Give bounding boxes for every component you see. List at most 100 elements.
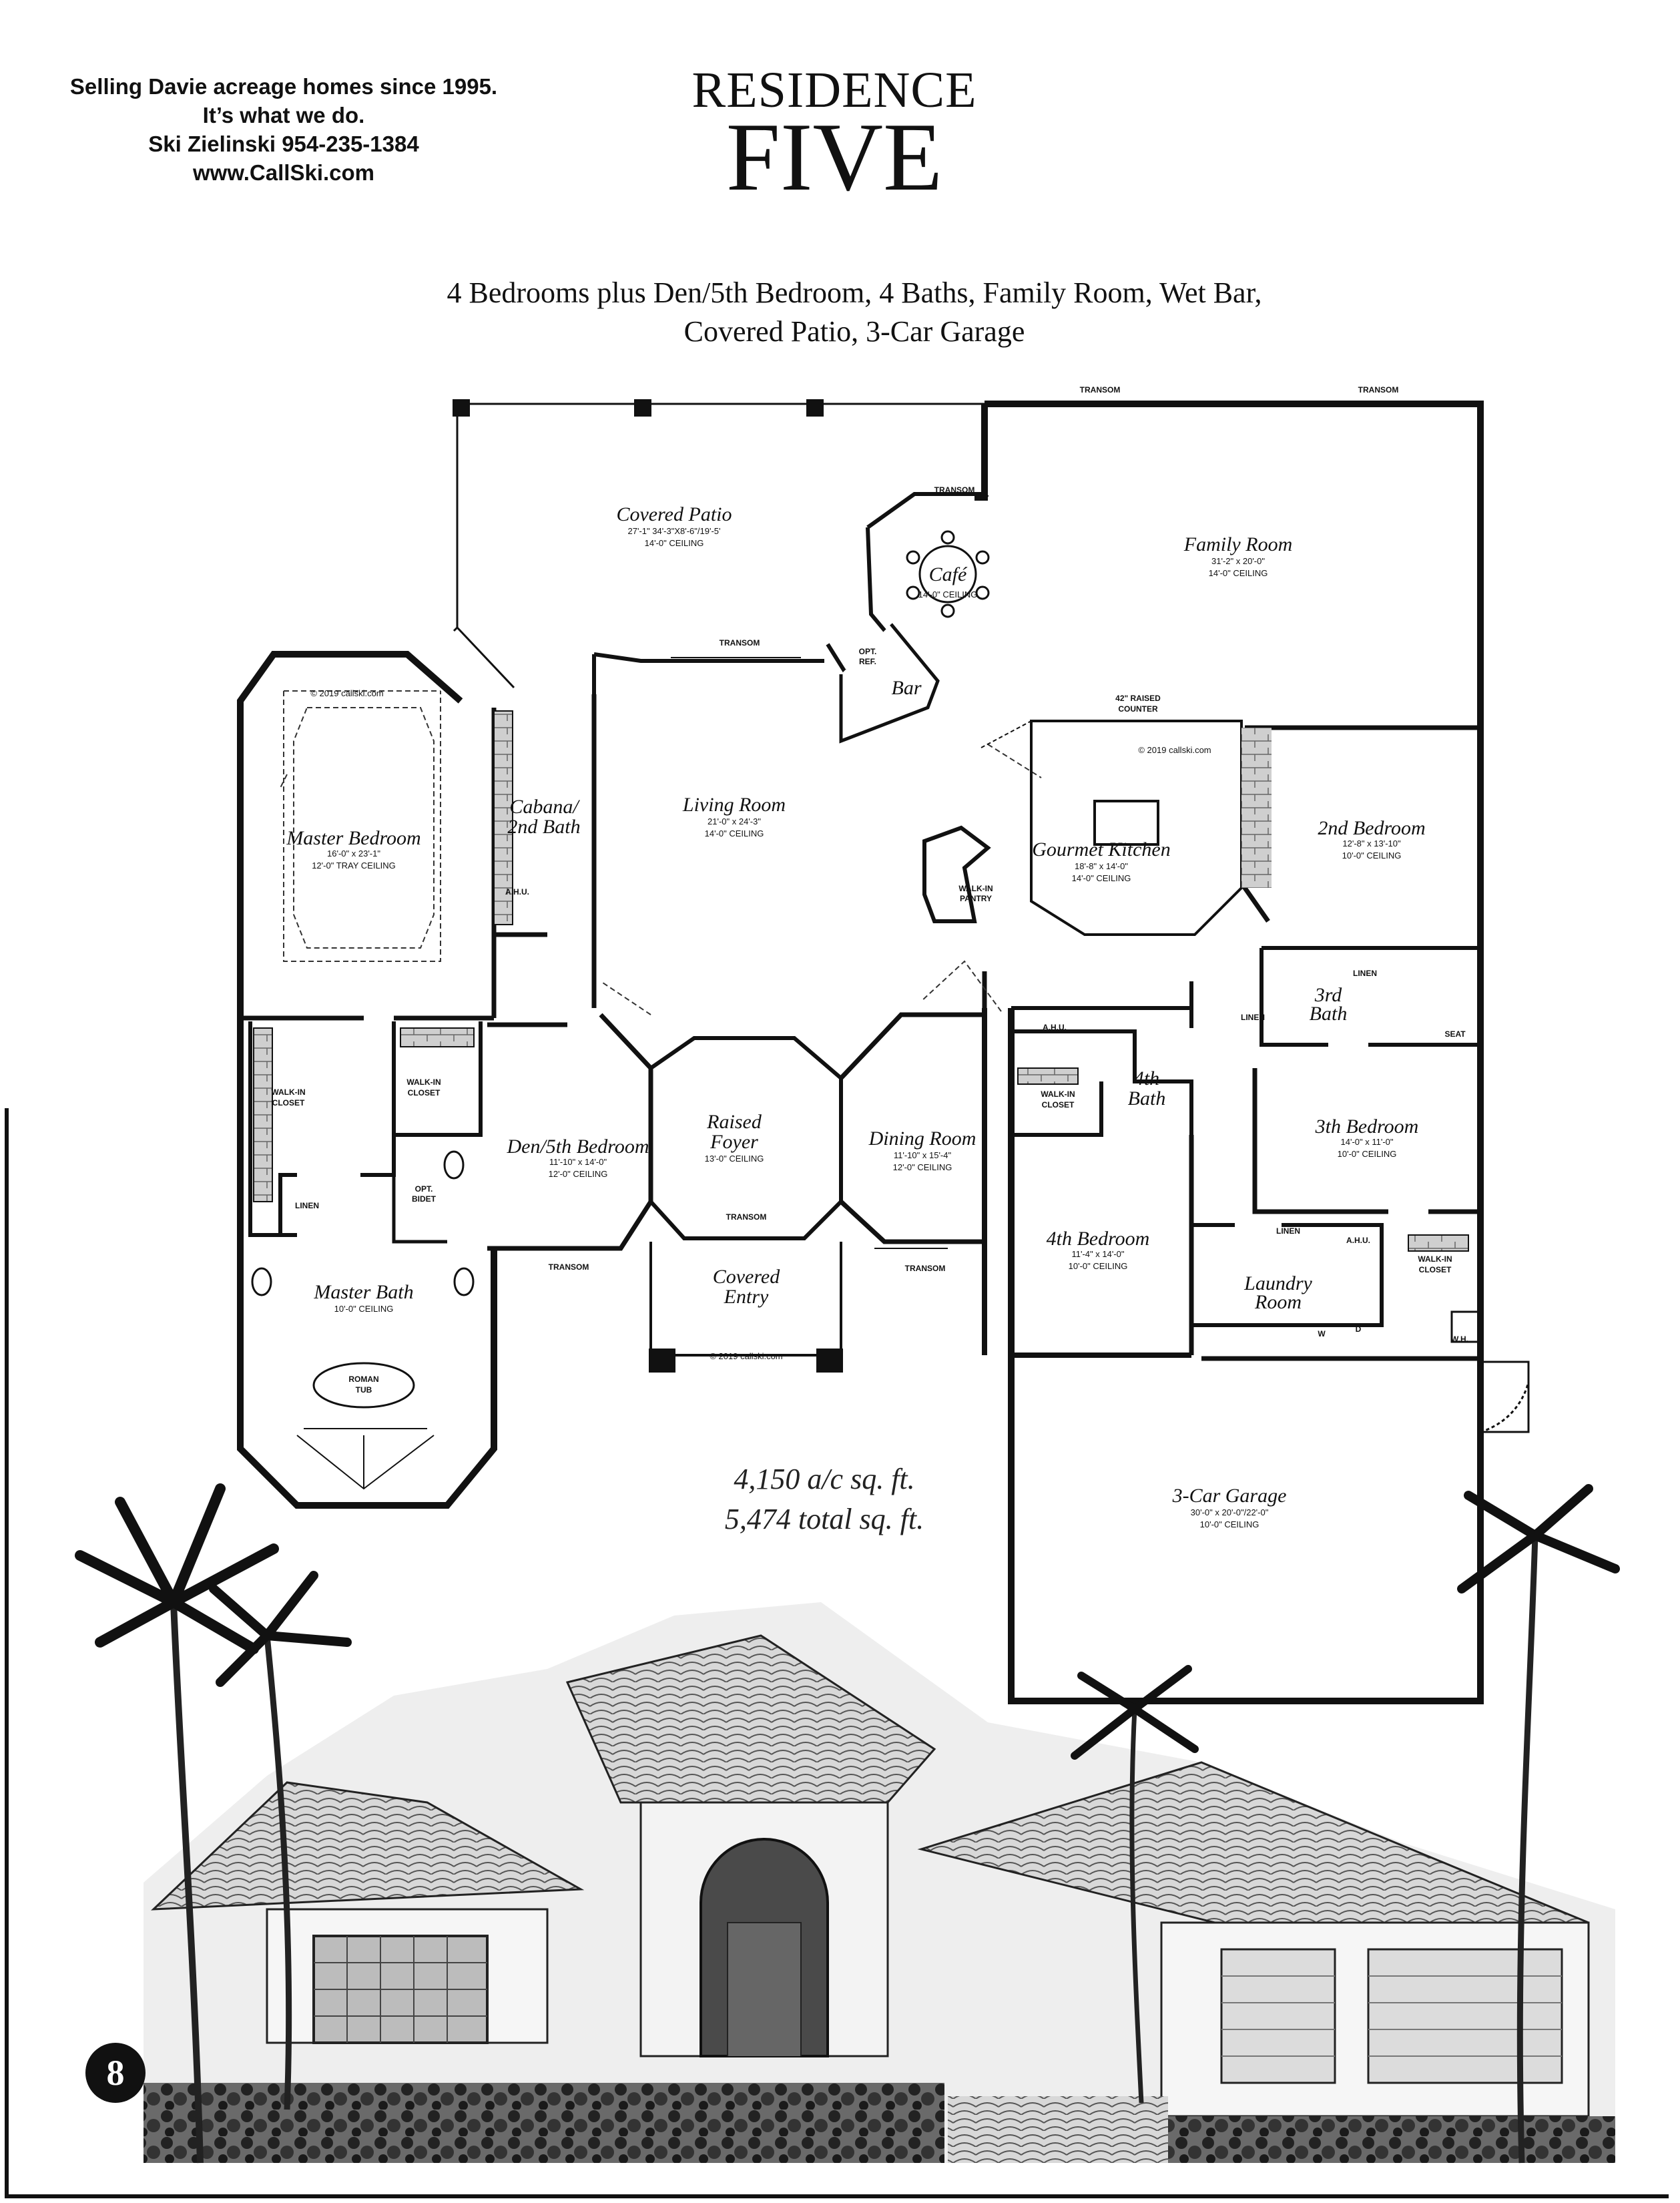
transom-tag-4: TRANSOM — [720, 638, 760, 648]
agent-motto: It’s what we do. — [202, 103, 365, 128]
second-bedroom-label: 2nd Bedroom — [1318, 817, 1425, 839]
linen-tag-hall: LINEN — [1241, 1013, 1265, 1022]
copyright-mark-1: © 2019 callski.com — [310, 688, 383, 698]
closet-shelves — [253, 710, 1469, 1252]
ahu-tag-laundry: A.H.U. — [1346, 1236, 1370, 1245]
plan-features: 4 Bedrooms plus Den/5th Bedroom, 4 Baths… — [200, 274, 1508, 351]
master-bath-fixtures — [251, 1150, 475, 1490]
living-room-label: Living Room — [682, 794, 786, 816]
scan-edge — [5, 1108, 1669, 2198]
linen-tag-laundry: LINEN — [1276, 1226, 1300, 1236]
linen-tag-bath3: LINEN — [1353, 969, 1377, 978]
fourth-bedroom-size: 11'-4" x 14'-0" — [1072, 1249, 1125, 1259]
dining-room-size: 11'-10" x 15'-4" — [894, 1150, 952, 1160]
washer-tag: W — [1318, 1329, 1326, 1338]
third-bath-label-1: 3rd — [1314, 984, 1343, 1006]
third-bath-label-2: Bath — [1310, 1003, 1348, 1025]
third-bedroom-size: 14'-0" x 11'-0" — [1341, 1137, 1394, 1147]
fourth-bath-label-2: Bath — [1128, 1087, 1166, 1110]
covered-entry-label-2: Entry — [724, 1286, 769, 1308]
dryer-tag: D — [1356, 1324, 1362, 1334]
cabana-bath-label-1: Cabana/ — [509, 796, 580, 818]
cafe-table — [906, 530, 990, 618]
family-room-label: Family Room — [1183, 533, 1292, 555]
master-bath-label: Master Bath — [313, 1281, 413, 1303]
walkin-closet-right-tag-1: WALK-IN — [406, 1077, 441, 1087]
garage-size: 30'-0" x 20'-0"/22'-0" — [1191, 1507, 1269, 1517]
roman-tub-tag-1: ROMAN — [348, 1375, 378, 1384]
water-heater-tag: W.H. — [1451, 1334, 1468, 1344]
cafe-ceiling: 14'-0" CEILING — [918, 589, 978, 599]
seat-tag: SEAT — [1444, 1029, 1466, 1039]
walkin-closet-bed3-tag-2: CLOSET — [1419, 1265, 1452, 1274]
ahu-tag-hall: A.H.U. — [1043, 1023, 1067, 1032]
dining-room-ceiling: 12'-0" CEILING — [893, 1162, 952, 1172]
master-bedroom-ceiling: 12'-0" TRAY CEILING — [312, 861, 396, 871]
laundry-room-label-1: Laundry — [1243, 1272, 1312, 1294]
den-label: Den/5th Bedroom — [506, 1136, 649, 1158]
fourth-bedroom-label: 4th Bedroom — [1047, 1228, 1150, 1250]
fourth-bedroom-ceiling: 10'-0" CEILING — [1069, 1261, 1128, 1271]
covered-patio-size: 27'-1" 34'-3"X8'-6"/19'-5' — [628, 526, 721, 536]
den-ceiling: 12'-0" CEILING — [549, 1169, 608, 1179]
opt-bidet-tag-2: BIDET — [412, 1194, 437, 1204]
den-size: 11'-10" x 14'-0" — [549, 1157, 607, 1167]
roman-tub-tag-2: TUB — [356, 1385, 372, 1395]
house-rendering — [75, 1483, 1620, 2164]
family-room-ceiling: 14'-0" CEILING — [1209, 568, 1268, 578]
copyright-mark-3: © 2019 callski.com — [710, 1351, 782, 1361]
third-bedroom-label: 3th Bedroom — [1315, 1116, 1419, 1138]
gourmet-kitchen-ceiling: 14'-0" CEILING — [1072, 873, 1131, 883]
interior-walls — [240, 403, 1480, 1361]
gourmet-kitchen-size: 18'-8" x 14'-0" — [1075, 861, 1128, 871]
page-number: 8 — [85, 2043, 146, 2103]
garage-entry-door — [1450, 1310, 1530, 1433]
raised-counter-tag-1: 42" RAISED — [1115, 694, 1161, 703]
features-line-2: Covered Patio, 3-Car Garage — [683, 315, 1025, 348]
master-bedroom-label: Master Bedroom — [286, 827, 421, 849]
transom-tag-5: TRANSOM — [726, 1212, 767, 1222]
walkin-closet-bed4-tag-1: WALK-IN — [1041, 1089, 1075, 1099]
tray-ceiling-outline — [280, 690, 1042, 1015]
opt-bidet-tag-1: OPT. — [415, 1184, 433, 1194]
master-bedroom-size: 16'-0" x 23'-1" — [327, 848, 380, 859]
walkin-pantry-tag-2: PANTRY — [960, 894, 992, 903]
cafe-label: Café — [929, 563, 968, 585]
walkin-closet-left-tag-2: CLOSET — [272, 1098, 305, 1108]
columns — [453, 399, 843, 1373]
agent-tagline: Selling Davie acreage homes since 1995. — [69, 74, 498, 99]
transom-tag-3: TRANSOM — [934, 485, 975, 495]
transom-tag-2: TRANSOM — [1358, 385, 1399, 395]
raised-counter-tag-2: COUNTER — [1118, 704, 1158, 714]
garage-label: 3-Car Garage — [1172, 1485, 1287, 1507]
residence-name: FIVE — [726, 103, 943, 211]
walkin-pantry-tag-1: WALK-IN — [958, 884, 993, 893]
gourmet-kitchen-label: Gourmet Kitchen — [1032, 838, 1170, 861]
third-bedroom-ceiling: 10'-0" CEILING — [1338, 1149, 1397, 1159]
covered-patio-label: Covered Patio — [616, 503, 732, 525]
laundry-room-label-2: Room — [1254, 1291, 1302, 1313]
ahu-tag-master: A.H.U. — [505, 887, 529, 897]
family-room-size: 31'-2" x 20'-0" — [1211, 556, 1265, 566]
total-square-footage: 5,474 total sq. ft. — [725, 1503, 924, 1535]
covered-entry-label-1: Covered — [713, 1266, 781, 1288]
linen-tag-master: LINEN — [295, 1201, 319, 1210]
features-line-1: 4 Bedrooms plus Den/5th Bedroom, 4 Baths… — [447, 276, 1262, 309]
transom-tag-7: TRANSOM — [905, 1264, 946, 1273]
second-bedroom-size: 12'-8" x 13'-10" — [1342, 838, 1401, 848]
residence-label: RESIDENCE — [691, 62, 977, 118]
raised-foyer-ceiling: 13'-0" CEILING — [705, 1154, 764, 1164]
master-bath-ceiling: 10'-0" CEILING — [334, 1304, 394, 1314]
agent-contact-block: Selling Davie acreage homes since 1995. … — [27, 72, 541, 187]
garage-ceiling: 10'-0" CEILING — [1200, 1519, 1259, 1529]
opt-ref-tag-1: OPT. — [859, 647, 877, 656]
opt-ref-tag-2: REF. — [859, 657, 876, 666]
living-room-ceiling: 14'-0" CEILING — [705, 828, 764, 838]
window-marks — [521, 403, 1481, 1702]
kitchen-island — [922, 720, 1243, 936]
walkin-closet-bed3-tag-1: WALK-IN — [1418, 1254, 1452, 1264]
cabana-bath-label-2: 2nd Bath — [507, 816, 580, 838]
agent-website-link[interactable]: www.CallSki.com — [192, 160, 375, 185]
walkin-closet-right-tag-2: CLOSET — [408, 1088, 441, 1097]
transom-tag-1: TRANSOM — [1080, 385, 1121, 395]
